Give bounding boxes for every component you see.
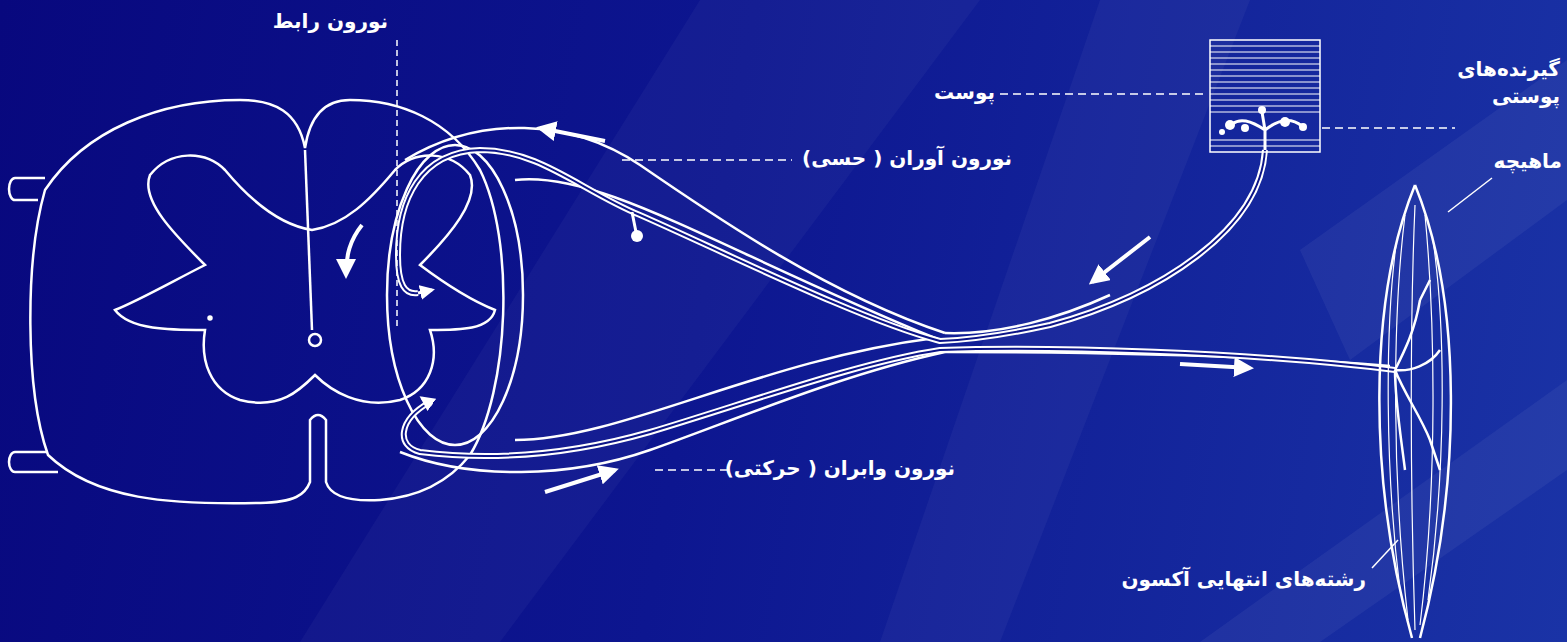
arrow xyxy=(1092,237,1150,282)
muscle-outline xyxy=(1379,185,1451,638)
background-streaks xyxy=(300,0,1567,642)
direction-arrows xyxy=(346,128,1250,492)
muscle xyxy=(1379,185,1451,638)
part-label: پوست xyxy=(934,79,995,106)
receptor-blobs xyxy=(1219,106,1307,135)
part-label: ماهیچه xyxy=(1494,148,1562,175)
sensory-neuron xyxy=(398,150,1265,341)
grey-matter xyxy=(115,156,495,403)
median-line xyxy=(305,150,312,330)
cord-outline xyxy=(30,100,503,503)
leader-line xyxy=(655,469,730,471)
part-label: رشته‌های انتهایی آکسون xyxy=(1121,566,1366,593)
arrow xyxy=(1180,364,1250,368)
part-label: نورون وابران ( حرکتی) xyxy=(725,455,955,482)
leader-line xyxy=(622,159,792,161)
root-stub-bottom xyxy=(9,452,58,472)
part-label: نورون آوران ( حسی) xyxy=(802,145,1012,172)
skin-block xyxy=(1210,40,1320,152)
sensory-axon-core xyxy=(398,150,1265,341)
leader-line xyxy=(1448,178,1492,212)
central-canal xyxy=(309,334,321,346)
muscle-fibers xyxy=(1388,205,1442,630)
leader-line xyxy=(1322,127,1455,129)
ganglion-loop xyxy=(387,145,523,445)
sensory-terminal xyxy=(418,290,432,293)
soma-stalk xyxy=(632,212,636,232)
sensory-soma xyxy=(631,230,643,242)
receptor-endings xyxy=(1232,112,1302,150)
sensory-axon xyxy=(398,150,1265,341)
leader-line xyxy=(1372,540,1398,568)
arrow xyxy=(346,225,362,275)
skin xyxy=(1210,40,1320,152)
inner-lens xyxy=(515,179,935,440)
leader-lines xyxy=(397,40,1492,568)
part-label: نورون رابط xyxy=(273,8,388,35)
grey-dot xyxy=(209,317,212,320)
spinal-cord xyxy=(9,100,503,503)
arrow xyxy=(540,128,605,141)
motor-neuron xyxy=(404,349,1395,456)
arrow xyxy=(545,470,615,492)
part-label: گیرنده‌های پوستی xyxy=(1456,56,1560,110)
nerve-roots xyxy=(387,128,1390,472)
leader-line xyxy=(396,40,398,330)
axon-terminal-branches xyxy=(1395,280,1440,470)
motor-start xyxy=(422,398,432,405)
root-stub-top xyxy=(9,178,45,200)
leader-line xyxy=(1000,93,1208,95)
motor-axon xyxy=(404,349,1395,456)
motor-axon-core xyxy=(404,349,1395,456)
